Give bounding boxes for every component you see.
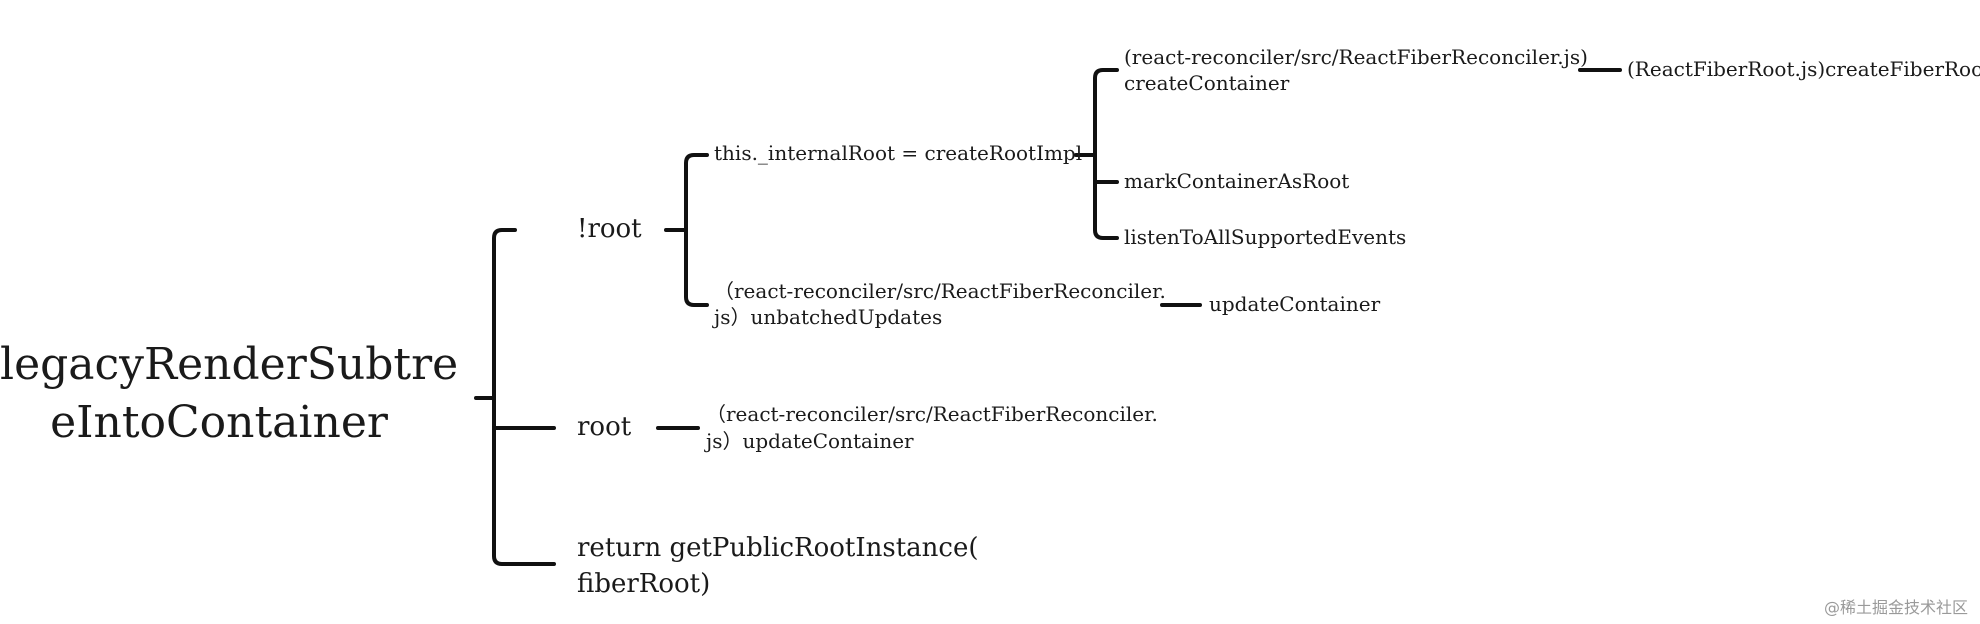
unbatched-line1: （react-reconciler/src/ReactFiberReconcil… bbox=[714, 279, 1166, 303]
watermark: @稀土掘金技术社区 bbox=[1823, 598, 1968, 617]
node-internal-root: this._internalRoot = createRootImpl bbox=[714, 141, 1083, 165]
root-label-line2: eIntoContainer bbox=[50, 397, 388, 448]
create-container-line2: createContainer bbox=[1124, 71, 1290, 95]
node-create-fiber-root: (ReactFiberRoot.js)createFiberRoot bbox=[1627, 57, 1980, 81]
root-update-line2: js）updateContainer bbox=[706, 429, 914, 453]
root-update-line1: （react-reconciler/src/ReactFiberReconcil… bbox=[706, 402, 1158, 426]
return-line2: fiberRoot) bbox=[577, 569, 711, 599]
node-unbatched-updates: （react-reconciler/src/ReactFiberReconcil… bbox=[714, 278, 1166, 330]
bracket-internalroot bbox=[1093, 68, 1119, 240]
bracket-main bbox=[492, 228, 556, 566]
node-listen-all-events: listenToAllSupportedEvents bbox=[1124, 225, 1407, 249]
node-unbatched-update-container: updateContainer bbox=[1209, 292, 1381, 316]
return-line1: return getPublicRootInstance( bbox=[577, 533, 979, 563]
create-container-line1: (react-reconciler/src/ReactFiberReconcil… bbox=[1124, 45, 1588, 69]
branch-return-instance: return getPublicRootInstance( fiberRoot) bbox=[577, 530, 978, 602]
node-root-update-container: （react-reconciler/src/ReactFiberReconcil… bbox=[706, 401, 1158, 455]
branch-not-root: !root bbox=[577, 214, 642, 244]
unbatched-line2: js）unbatchedUpdates bbox=[714, 305, 943, 329]
node-create-container: (react-reconciler/src/ReactFiberReconcil… bbox=[1124, 44, 1588, 96]
branch-root: root bbox=[577, 412, 632, 442]
bracket-notroot bbox=[684, 153, 709, 307]
node-mark-container-as-root: markContainerAsRoot bbox=[1124, 169, 1350, 193]
root-label-line1: legacyRenderSubtre bbox=[0, 339, 459, 390]
root-node: legacyRenderSubtre eIntoContainer bbox=[0, 336, 459, 452]
